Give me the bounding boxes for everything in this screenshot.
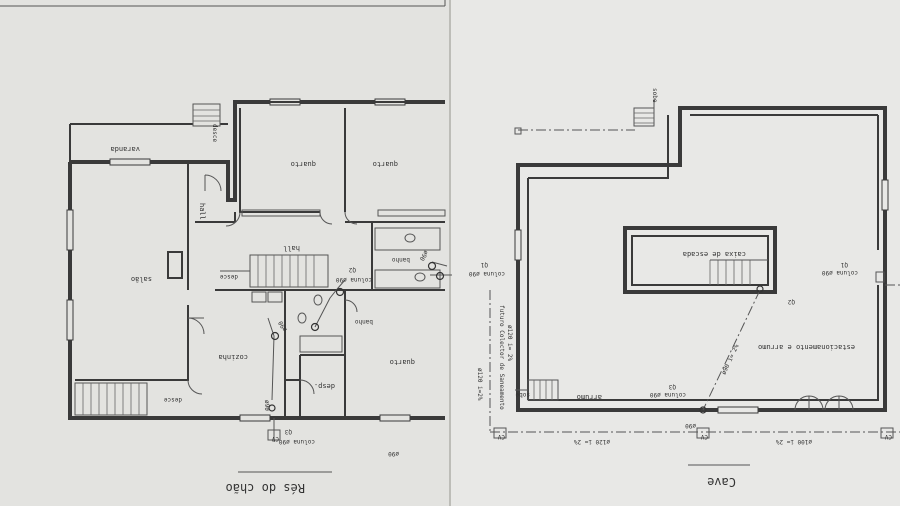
label-sala: salão [131,275,152,283]
right-sheet [450,0,900,506]
ground-floor-stair [220,254,329,288]
marker-cv: CV [271,435,279,442]
marker-d90-cave: ø90 [685,422,696,429]
label-quarto-a: quarto [291,160,316,168]
label-desce-top: desce [211,124,218,142]
basement-outer-wall [516,106,887,412]
marker-cv-b: CV [700,433,708,440]
marker-q1-cave: Q1 [840,261,848,268]
label-estacionamento: estacionamento e arrumo [758,343,855,351]
marker-coluna-q1: coluna ø90 [468,270,505,277]
label-desce-bottom: desce [164,396,182,403]
basement-inner-wall [527,114,879,401]
veranda-outline [69,123,228,162]
label-banho-a: banho [392,256,410,263]
marker-q1: Q1 [480,261,488,268]
label-varanda: varanda [110,145,140,153]
label-quarto-c: quarto [390,358,415,366]
garage-doors [794,395,854,411]
marker-q2: Q2 [348,266,356,273]
marker-cv-c: CV [884,433,892,440]
marker-d90-b: ø90 [388,450,399,457]
ground-floor-lower-steps [74,382,148,416]
label-banho-b: banho [355,318,373,325]
marker-q3-cave: Q3 [668,383,676,390]
label-arrumo: arrumo [577,393,602,401]
ground-floor-drainage [267,261,452,442]
marker-q2-cave: Q2 [787,298,795,305]
marker-q3: Q3 [284,428,292,435]
marker-slope-left: ø120 i=2% [476,368,483,401]
marker-d90-d: ø90 [277,319,289,332]
basement-lower-steps [515,379,559,401]
label-caixa-escada: caixa de escada [683,250,746,258]
label-desp: desp. [314,382,335,390]
label-sobe-bottom: sobe [515,391,530,398]
label-sobe-top: sobe [651,88,658,103]
label-hall-a: hall [198,203,206,220]
marker-slope-c: ø120 i= 2% [506,325,513,362]
basement-plan: sobe caixa de escada estacionamento e ar… [476,88,900,489]
ground-floor-plan: varanda desce quarto quarto hall hall sa… [66,98,505,495]
veranda-steps [192,103,221,127]
left-sheet [0,0,450,506]
label-cozinha: cozinha [218,353,248,361]
basement-stair [709,259,768,285]
label-hall-b: hall [283,244,300,252]
marker-d90-c: ø90 [418,249,430,262]
marker-coluna-q1-cave: coluna ø90 [821,269,858,276]
marker-coluna-q2: coluna ø90 [335,276,372,283]
marker-coluna-q3-cave: coluna ø90 [649,391,686,398]
title-cave: Cave [707,475,736,489]
marker-slope-b: ø100 i= 2% [775,438,812,445]
sewer-lines [489,129,900,433]
inspection-points [493,271,894,439]
door-swings [187,174,358,395]
marker-coluna-q3: coluna ø90 [278,438,315,445]
marker-slope-a: ø120 i= 2% [573,438,610,445]
fireplace [167,251,183,279]
title-res-do-chao: Rés do chão [226,481,305,495]
label-quarto-b: quarto [373,160,398,168]
marker-cv-a: CV [497,433,505,440]
stair-well [623,226,777,294]
marker-colector: futuro Colector de Saneamento [498,305,505,410]
label-desce-stair: desce [220,273,238,280]
marker-d90-a: ø90 [263,400,270,411]
